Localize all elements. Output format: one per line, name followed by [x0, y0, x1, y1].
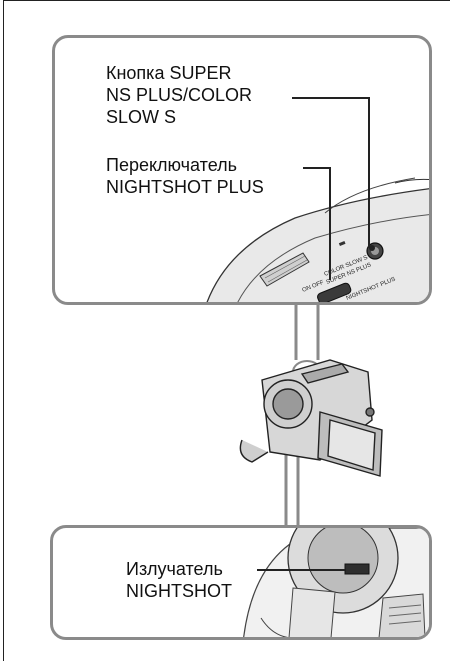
leader-line-nightshot-switch — [303, 168, 330, 280]
camcorder-illustration — [240, 360, 382, 476]
